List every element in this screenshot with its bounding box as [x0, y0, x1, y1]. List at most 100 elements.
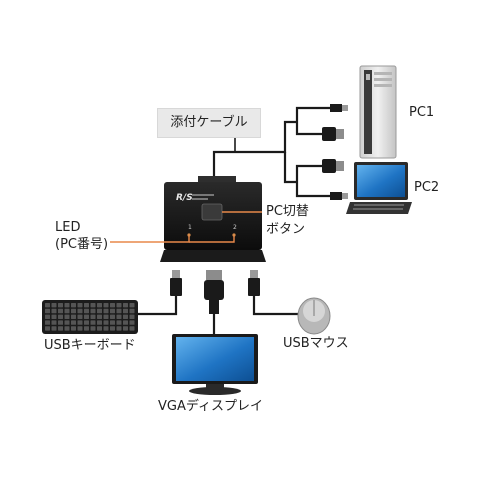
switch-usb-left-connector	[170, 270, 182, 296]
pc1-tower	[359, 65, 397, 159]
keyboard-key	[123, 320, 128, 325]
keyboard-key	[58, 320, 63, 325]
keyboard-key	[110, 303, 115, 308]
keyboard-key	[77, 303, 83, 308]
cable-bundle	[130, 106, 330, 335]
usb-mouse-label: USBマウス	[283, 336, 349, 351]
port-2-number: 2	[233, 224, 237, 231]
keyboard-key	[110, 308, 115, 314]
keyboard-key	[116, 320, 122, 325]
keyboard-key	[84, 320, 89, 325]
keyboard-key	[97, 303, 102, 308]
keyboard-key	[103, 303, 109, 308]
keyboard-key	[64, 308, 70, 314]
keyboard-key	[97, 320, 102, 325]
keyboard-key	[51, 326, 57, 331]
keyboard-key	[64, 303, 70, 308]
keyboard-key	[45, 308, 50, 314]
keyboard-key	[71, 314, 76, 319]
keyboard-key	[51, 303, 57, 308]
included-cable-callout: 添付ケーブル	[157, 108, 261, 138]
keyboard-key	[51, 320, 57, 325]
button-label: ボタン	[266, 222, 306, 237]
port-1-number: 1	[188, 224, 192, 231]
keyboard-key	[129, 320, 135, 325]
keyboard-key	[103, 320, 109, 325]
keyboard-key	[103, 314, 109, 319]
keyboard-key	[45, 320, 50, 325]
keyboard-key	[116, 308, 122, 314]
pc1-vga-connector	[322, 127, 344, 141]
keyboard-key	[84, 326, 89, 331]
pc1-label: PC1	[409, 105, 435, 120]
led-pc-number-label: (PC番号)	[55, 237, 109, 252]
keyboard-key	[116, 314, 122, 319]
keyboard-key	[129, 314, 135, 319]
vga-display-label: VGAディスプレイ	[158, 399, 263, 414]
keyboard-key	[58, 303, 63, 308]
keyboard-key	[71, 320, 76, 325]
keyboard-key	[77, 314, 83, 319]
keyboard-key	[129, 326, 135, 331]
pc-switch-button[interactable]	[201, 203, 223, 221]
keyboard-key	[123, 314, 128, 319]
keyboard-key	[123, 326, 128, 331]
pc2-vga-connector	[322, 159, 344, 173]
keyboard-key	[90, 308, 96, 314]
keyboard-key	[116, 326, 122, 331]
keyboard-key	[77, 308, 83, 314]
usb-keyboard-label: USBキーボード	[44, 338, 136, 353]
vga-display	[172, 334, 258, 395]
led-2	[232, 233, 236, 237]
keyboard-key	[123, 303, 128, 308]
usb-keyboard	[42, 300, 138, 334]
keyboard-key	[90, 326, 96, 331]
keyboard-key	[84, 303, 89, 308]
keyboard-key	[71, 326, 76, 331]
keyboard-key	[129, 308, 135, 314]
keyboard-key	[64, 314, 70, 319]
keyboard-key	[116, 303, 122, 308]
pc2-laptop	[346, 162, 412, 214]
keyboard-key	[51, 308, 57, 314]
keyboard-key	[64, 320, 70, 325]
keyboard-key	[45, 303, 50, 308]
led-1	[187, 233, 191, 237]
switch-usb-right-connector	[248, 270, 260, 296]
usb-mouse	[297, 297, 331, 335]
keyboard-key	[71, 308, 76, 314]
keyboard-key	[129, 303, 135, 308]
keyboard-key	[71, 303, 76, 308]
keyboard-key	[123, 308, 128, 314]
pc-switch-label: PC切替	[266, 204, 309, 219]
pc1-usb-connector	[330, 104, 348, 112]
keyboard-key	[45, 326, 50, 331]
svg-text:R/S: R/S	[176, 193, 193, 203]
keyboard-key	[84, 308, 89, 314]
keyboard-key	[77, 326, 83, 331]
keyboard-key	[90, 303, 96, 308]
keyboard-key	[58, 314, 63, 319]
led-pointer-line	[110, 236, 235, 243]
keyboard-key	[90, 320, 96, 325]
keyboard-key	[97, 326, 102, 331]
keyboard-key	[77, 320, 83, 325]
keyboard-key	[103, 308, 109, 314]
keyboard-key	[110, 326, 115, 331]
keyboard-key	[90, 314, 96, 319]
keyboard-key	[64, 326, 70, 331]
keyboard-key	[97, 308, 102, 314]
keyboard-key	[51, 314, 57, 319]
keyboard-key	[58, 326, 63, 331]
switch-vga-connector	[204, 270, 224, 314]
keyboard-key	[84, 314, 89, 319]
keyboard-key	[110, 320, 115, 325]
keyboard-key	[110, 314, 115, 319]
keyboard-key	[97, 314, 102, 319]
keyboard-key	[45, 314, 50, 319]
keyboard-key	[58, 308, 63, 314]
keyboard-key	[103, 326, 109, 331]
led-label: LED	[55, 220, 81, 235]
pc2-usb-connector	[330, 192, 348, 200]
